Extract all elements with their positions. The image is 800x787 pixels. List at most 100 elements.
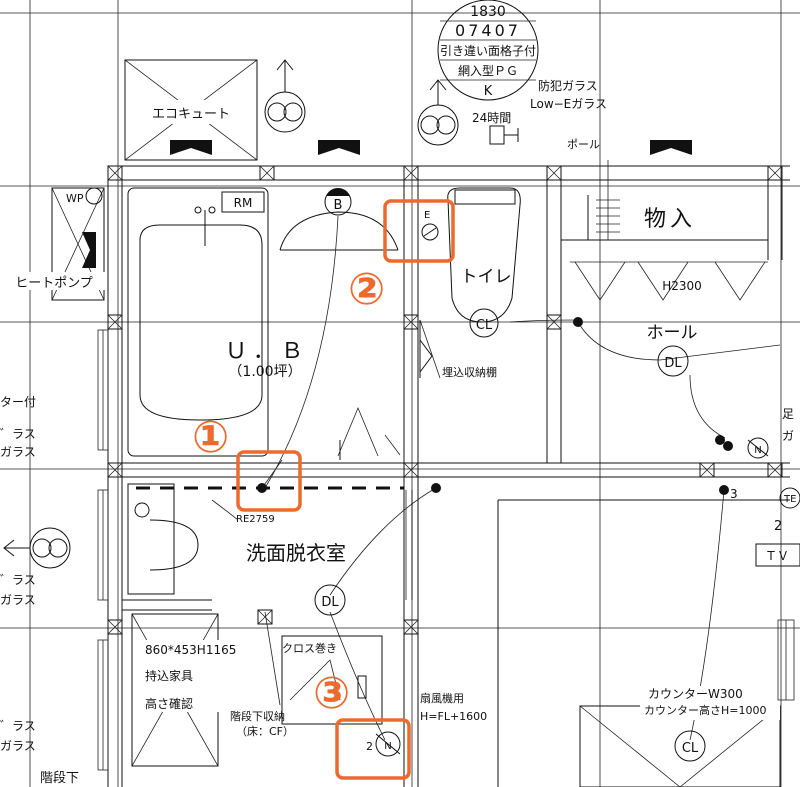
pole-label: ポール bbox=[567, 138, 600, 151]
bath-light: B bbox=[324, 187, 352, 216]
washbasin bbox=[127, 483, 199, 595]
washroom-label: 洗面脱衣室 bbox=[246, 541, 346, 565]
callout-box-3 bbox=[335, 718, 411, 780]
hall-label: ホール bbox=[647, 323, 698, 343]
counter-area bbox=[579, 686, 781, 787]
switch-ub bbox=[257, 483, 267, 493]
left-edge-text-5: ガラス bbox=[0, 593, 36, 607]
toilet-fixture bbox=[447, 187, 521, 323]
fan-outlet: N 2 bbox=[366, 731, 401, 757]
lowe-glass-label: Low−Eガラス bbox=[530, 97, 607, 111]
left-edge-text-3: ガラス bbox=[0, 445, 36, 459]
fan-height-label: H=FL+1600 bbox=[420, 710, 487, 723]
hall-switches: N bbox=[573, 317, 769, 459]
rm-label: RM bbox=[234, 196, 253, 210]
heat-pump-label: ヒートポンプ bbox=[15, 276, 93, 291]
fan-count-2: 2 bbox=[366, 740, 373, 753]
height-check-label: 高さ確認 bbox=[145, 696, 193, 711]
window-glass: 網入型ＰＧ bbox=[458, 64, 518, 78]
wiring bbox=[211, 215, 781, 741]
counter-light: CL bbox=[674, 730, 706, 762]
ventilation-24h-label: 24時間 bbox=[472, 111, 511, 125]
fan-n-symbol: N bbox=[384, 741, 391, 752]
callout-box-2 bbox=[383, 199, 455, 263]
tv-count-2: 2 bbox=[774, 519, 782, 534]
wp-label: WP bbox=[66, 192, 84, 205]
washroom-dl-symbol: DL bbox=[321, 595, 339, 610]
h2300-label: H2300 bbox=[662, 279, 702, 293]
toilet-label: トイレ bbox=[461, 267, 512, 287]
ub-label: Ｕ．Ｂ bbox=[225, 339, 309, 364]
toilet-door bbox=[419, 319, 441, 379]
bathtub: RM bbox=[127, 187, 269, 457]
tv-outlet: ＴＶ TE 2 bbox=[755, 487, 800, 567]
hall-light: DL bbox=[657, 345, 689, 377]
counter-label: カウンターW300 bbox=[648, 687, 743, 701]
window-code: 07407 bbox=[455, 21, 521, 40]
hall-dl-symbol: DL bbox=[664, 356, 682, 371]
callout-label-1: ① bbox=[192, 412, 229, 463]
floor-vent bbox=[257, 609, 273, 625]
bath-door bbox=[337, 406, 401, 460]
callout-label-2: ② bbox=[348, 264, 385, 315]
counter-height-label: カウンター高さH=1000 bbox=[644, 703, 766, 717]
e-symbol: E bbox=[424, 210, 430, 221]
wash-area bbox=[279, 211, 399, 251]
remote-box bbox=[221, 191, 265, 213]
outdoor-vent-washroom bbox=[3, 527, 71, 569]
toilet-light: CL bbox=[469, 308, 499, 338]
window-type: 引き違い面格子付 bbox=[440, 43, 536, 58]
furniture-size-label: 860*453H1165 bbox=[145, 643, 236, 657]
lower-right-marks bbox=[777, 619, 795, 701]
embedded-storage-label: 埋込収納棚 bbox=[442, 365, 497, 379]
left-edge-text-6: ゛ラス bbox=[0, 719, 36, 733]
switch-hall-2 bbox=[719, 485, 729, 495]
outdoor-vent-left bbox=[264, 59, 306, 133]
stair-storage-label: 階段下収納 bbox=[230, 709, 285, 723]
ub-size-label: （1.00坪） bbox=[228, 364, 301, 380]
bouhan-glass-label: 防犯ガラス bbox=[538, 78, 598, 93]
fan-label: 扇風機用 bbox=[420, 691, 464, 705]
roof-markers bbox=[170, 140, 692, 155]
counter-cl-symbol: CL bbox=[682, 741, 699, 756]
switch-hall bbox=[431, 483, 441, 493]
window-mark: K bbox=[484, 84, 493, 99]
window-spec-block: 1830 07407 引き違い面格子付 網入型ＰＧ K bbox=[437, 0, 539, 101]
te-label: TE bbox=[783, 494, 796, 505]
stair-under-label: 階段下 bbox=[40, 771, 79, 786]
furniture-area bbox=[131, 613, 250, 767]
heat-pump-unit: WP ヒートポンプ bbox=[2, 187, 106, 301]
left-edge-text-7: ガラス bbox=[0, 739, 36, 753]
window-width: 1830 bbox=[470, 4, 506, 20]
ventilation-fan-icon bbox=[489, 125, 505, 145]
washroom-door bbox=[405, 490, 413, 600]
toilet-cl-symbol: CL bbox=[476, 318, 493, 333]
eco-cute-label: エコキュート bbox=[152, 107, 230, 122]
left-edge-text-2: ゛ラス bbox=[0, 427, 36, 441]
left-edge-text-1: ター付 bbox=[0, 395, 36, 409]
left-edge-text-4: ゛ラス bbox=[0, 573, 36, 587]
cross-label: クロス巻き bbox=[282, 642, 337, 655]
storage-room bbox=[570, 160, 768, 301]
switch-count-3: 3 bbox=[730, 487, 738, 501]
outdoor-vent-mid bbox=[417, 79, 459, 146]
re-label: RE2759 bbox=[236, 514, 275, 525]
outlet-e: E bbox=[421, 210, 439, 241]
callout-label-3: ③ bbox=[313, 668, 350, 719]
callout-box-1 bbox=[236, 450, 302, 512]
right-edge-text-1: 足 bbox=[782, 407, 794, 421]
eco-cute-unit: エコキュート bbox=[124, 59, 258, 161]
washroom-light: DL bbox=[314, 584, 346, 616]
columns bbox=[107, 165, 783, 635]
right-edge-text-2: ガ bbox=[782, 429, 794, 443]
storage-label: 物入 bbox=[644, 207, 696, 232]
b-symbol: B bbox=[334, 198, 343, 213]
under-stair-box bbox=[281, 635, 383, 725]
hall-n-symbol: N bbox=[754, 445, 761, 456]
floor-cf-label: （床：CF） bbox=[236, 724, 294, 738]
tv-label: ＴＶ bbox=[765, 549, 789, 563]
furniture-bring-label: 持込家具 bbox=[145, 668, 193, 683]
left-window-marks bbox=[97, 329, 109, 771]
